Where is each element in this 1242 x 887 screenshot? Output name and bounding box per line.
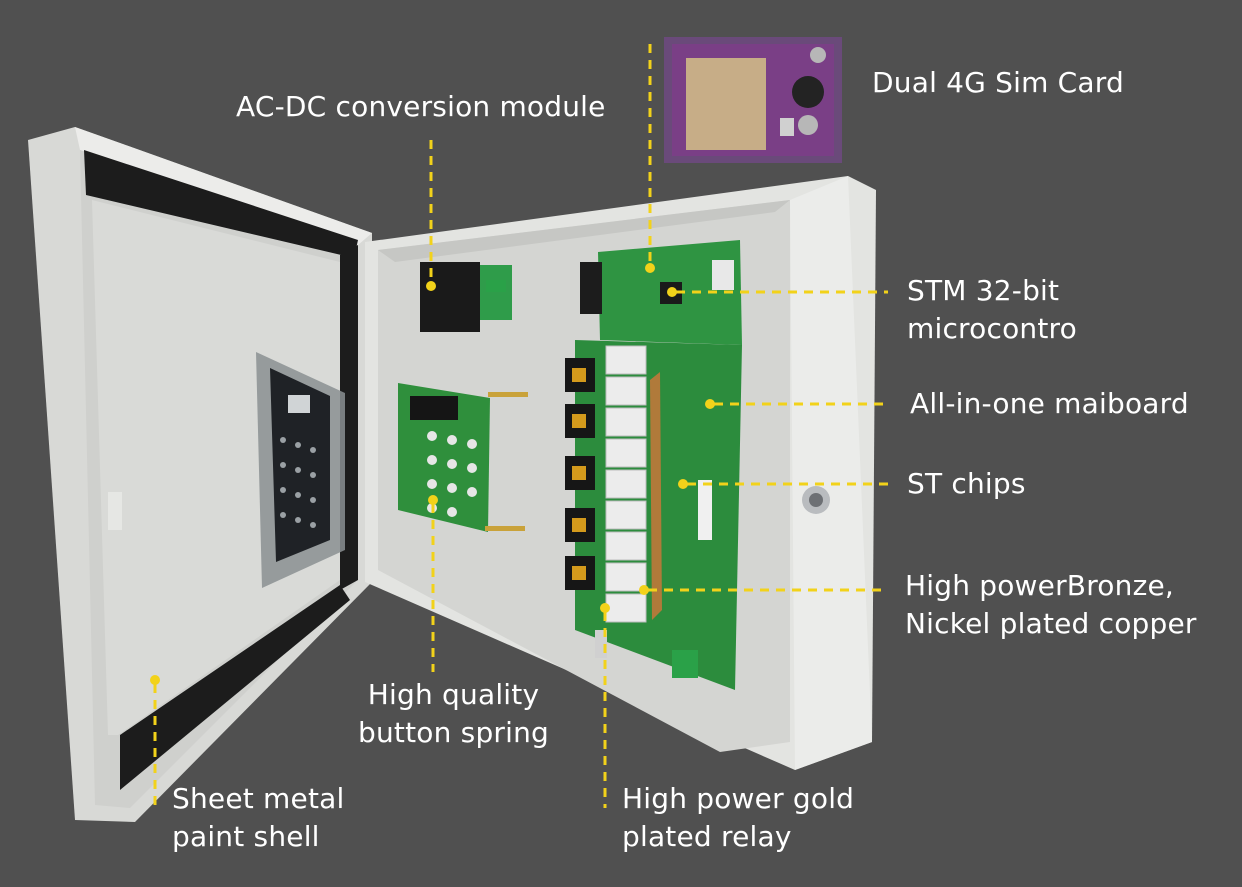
label-relay-line1: High power gold bbox=[622, 782, 855, 815]
ac-dc-module bbox=[420, 262, 512, 332]
label-relay-line2: plated relay bbox=[622, 820, 792, 853]
label-button-spring: High quality button spring bbox=[358, 676, 549, 752]
label-bronze-line1: High powerBronze, bbox=[905, 569, 1175, 602]
label-spring-line2: button spring bbox=[358, 716, 550, 749]
enclosure-door bbox=[28, 127, 372, 822]
label-shell-line2: paint shell bbox=[172, 820, 320, 853]
label-stm-microcontroller: STM 32-bit microcontro bbox=[907, 272, 1077, 348]
label-stm-line2: microcontro bbox=[907, 312, 1077, 345]
label-gold-relay: High power gold plated relay bbox=[622, 780, 854, 856]
label-st-chips: ST chips bbox=[907, 467, 1026, 500]
label-spring-line1: High quality bbox=[367, 678, 540, 711]
main-board bbox=[565, 240, 742, 690]
label-ac-dc-module: AC-DC conversion module bbox=[236, 90, 606, 123]
label-mainboard: All-in-one maiboard bbox=[910, 387, 1189, 420]
label-dual-4g-sim: Dual 4G Sim Card bbox=[872, 66, 1124, 99]
display-board bbox=[398, 383, 528, 532]
label-stm-line1: STM 32-bit bbox=[907, 274, 1060, 307]
label-bronze-line2: Nickel plated copper bbox=[905, 607, 1197, 640]
sim-module-inset bbox=[664, 37, 842, 163]
callouts bbox=[150, 44, 888, 808]
label-bronze-copper: High powerBronze, Nickel plated copper bbox=[905, 567, 1197, 643]
label-shell-line1: Sheet metal bbox=[172, 782, 345, 815]
label-sheet-metal-shell: Sheet metal paint shell bbox=[172, 780, 344, 856]
